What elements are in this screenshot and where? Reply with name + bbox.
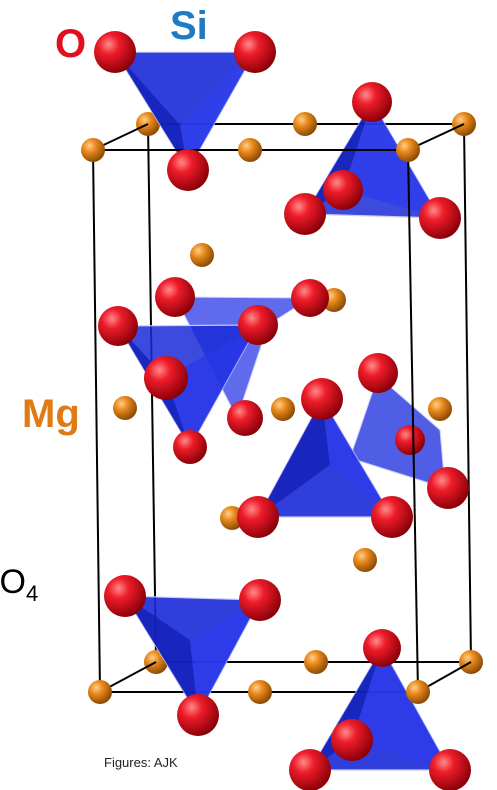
o-atom (177, 694, 219, 736)
si-tetrahedron (289, 629, 471, 790)
formula-label: iO4 (0, 563, 38, 607)
o-atom (167, 149, 209, 191)
si-tetrahedron (284, 82, 461, 239)
oxygen-label: O (55, 22, 87, 66)
silicon-label: Si (170, 4, 208, 48)
o-atom (358, 353, 398, 393)
o-atom (227, 400, 263, 436)
formula-subscript: 4 (26, 580, 39, 606)
mg-atom (428, 397, 452, 421)
o-atom (371, 496, 413, 538)
o-atom (144, 356, 188, 400)
o-atom (284, 193, 326, 235)
back-atoms (136, 112, 483, 674)
mg-atom (88, 680, 112, 704)
o-atom (429, 749, 471, 790)
mg-atom (271, 397, 295, 421)
si-tetrahedron (98, 305, 278, 464)
o-atom (289, 749, 331, 790)
mg-atom (113, 396, 137, 420)
mg-atom (248, 680, 272, 704)
o-atom (291, 279, 329, 317)
o-atom (427, 467, 469, 509)
mg-atom (81, 138, 105, 162)
mg-atom (190, 243, 214, 267)
o-atom (323, 170, 363, 210)
mg-atom (304, 650, 328, 674)
mg-atom (353, 548, 377, 572)
o-atom (363, 629, 401, 667)
o-atom (234, 31, 276, 73)
o-atom (94, 31, 136, 73)
si-tetrahedron (88, 575, 281, 736)
si-tetrahedron (94, 31, 276, 172)
o-atom (239, 579, 281, 621)
o-atom (173, 430, 207, 464)
o-atom (419, 197, 461, 239)
o-atom (237, 496, 279, 538)
mg-atom (293, 112, 317, 136)
o-atom (395, 425, 425, 455)
formula-main: iO (0, 563, 26, 601)
magnesium-label: Mg (22, 392, 80, 436)
o-atom (352, 82, 392, 122)
figure-credit: Figures: AJK (104, 755, 178, 770)
o-atom (331, 719, 373, 761)
mg-middle-row (113, 396, 452, 572)
si-tetrahedron (237, 378, 469, 538)
mg-atom (238, 138, 262, 162)
mg-atom (396, 138, 420, 162)
front-mg-top (81, 138, 420, 191)
o-atom (104, 575, 146, 617)
o-atom (238, 305, 278, 345)
o-atom (155, 277, 195, 317)
o-atom (98, 306, 138, 346)
o-atom (301, 378, 343, 420)
mg-atom (406, 680, 430, 704)
